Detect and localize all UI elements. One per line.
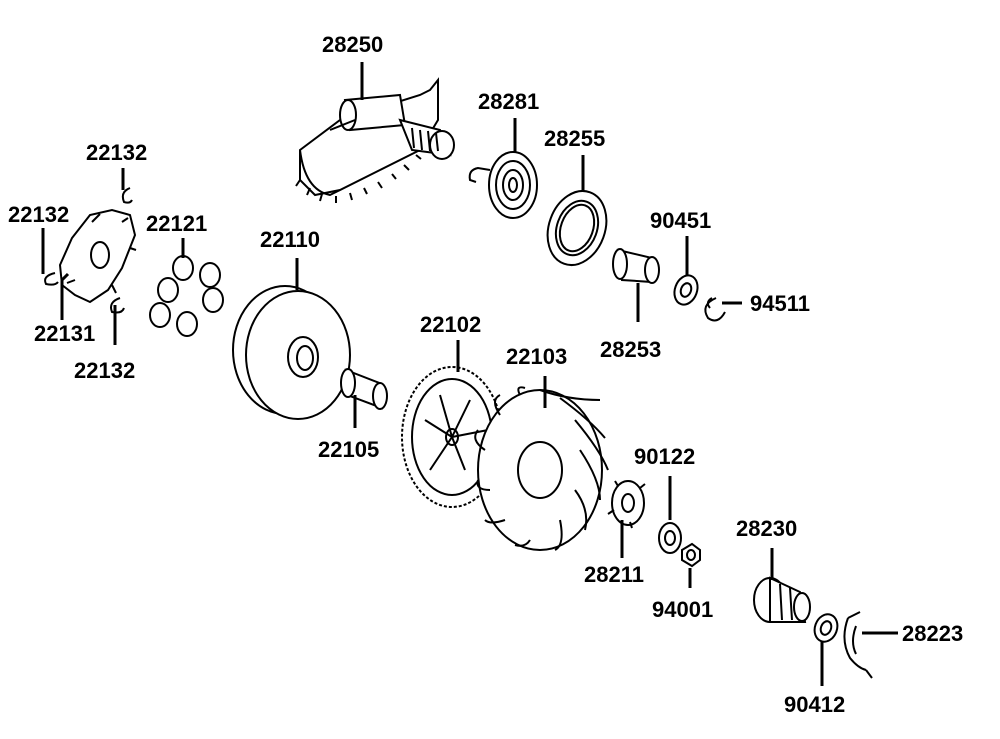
rollers-part bbox=[149, 255, 224, 337]
label-90412: 90412 bbox=[784, 692, 845, 717]
part-labels: 28250 28281 28255 90451 94511 28253 2213… bbox=[8, 32, 963, 717]
leader-22131 bbox=[60, 272, 70, 320]
label-28211: 28211 bbox=[584, 562, 644, 587]
label-28223: 28223 bbox=[902, 621, 963, 646]
slider-clip-bottom-part bbox=[110, 297, 125, 314]
ramp-plate-part bbox=[58, 208, 137, 304]
label-28230: 28230 bbox=[736, 516, 797, 541]
washer-90451-part bbox=[673, 274, 699, 306]
kick-starter-shaft-part bbox=[295, 77, 455, 203]
kick-spring-part bbox=[468, 151, 538, 219]
variator-pulley-part bbox=[232, 285, 351, 420]
clip-28223-part bbox=[843, 611, 873, 679]
washer-28255-part bbox=[546, 190, 608, 266]
label-22110: 22110 bbox=[260, 227, 320, 252]
label-90451: 90451 bbox=[650, 208, 711, 233]
leader-lines bbox=[41, 62, 898, 686]
label-28253: 28253 bbox=[600, 337, 661, 362]
cooling-fan-part bbox=[474, 386, 609, 551]
circlip-94511-part bbox=[704, 297, 726, 322]
label-22132-top: 22132 bbox=[86, 140, 147, 165]
label-22105: 22105 bbox=[318, 437, 379, 462]
starter-pinion-part bbox=[753, 576, 811, 623]
slider-clip-top-part bbox=[121, 187, 133, 204]
label-22102: 22102 bbox=[420, 312, 481, 337]
bushing-28253-part bbox=[612, 248, 660, 284]
label-94001: 94001 bbox=[652, 597, 713, 622]
label-22121: 22121 bbox=[146, 211, 207, 236]
label-90122: 90122 bbox=[634, 444, 695, 469]
slider-clip-left-part bbox=[44, 272, 59, 286]
label-22132-left: 22132 bbox=[8, 202, 69, 227]
label-28250: 28250 bbox=[322, 32, 383, 57]
nut-94001-part bbox=[681, 542, 701, 568]
washer-90412-part bbox=[813, 613, 839, 643]
label-94511: 94511 bbox=[750, 291, 810, 316]
label-22132-bottom: 22132 bbox=[74, 358, 135, 383]
starter-driven-part bbox=[607, 480, 646, 529]
collar-22105-part bbox=[340, 368, 388, 410]
label-22103: 22103 bbox=[506, 344, 567, 369]
washer-90122-part bbox=[658, 522, 682, 554]
label-28281: 28281 bbox=[478, 89, 539, 114]
label-22131: 22131 bbox=[34, 321, 95, 346]
label-28255: 28255 bbox=[544, 126, 605, 151]
